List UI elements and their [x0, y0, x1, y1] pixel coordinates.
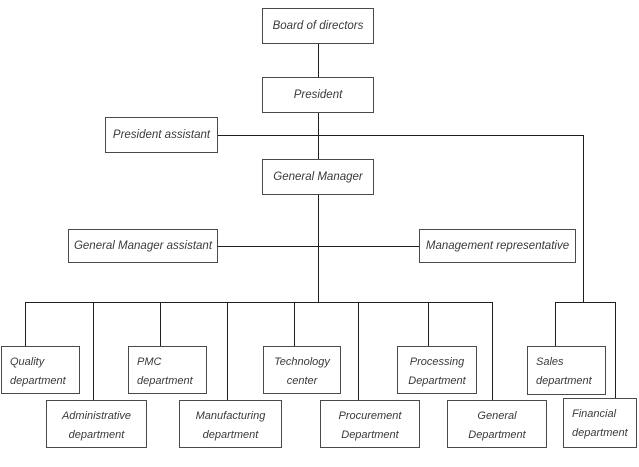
drop-financial: [615, 302, 616, 398]
dept-label-line1: General: [477, 410, 517, 422]
dept-label-line2: center: [286, 375, 318, 387]
node-technology-center: Technology center: [263, 346, 341, 394]
connector-gm-bus: [318, 195, 319, 302]
node-general-manager-assistant: General Manager assistant: [68, 229, 218, 263]
node-pmc-department: PMC department: [128, 346, 207, 394]
connector-president-gm: [318, 113, 319, 159]
connector-right-bridge: [555, 302, 616, 303]
dept-label-line1: Sales: [536, 356, 564, 368]
dept-label-line2: Department: [341, 429, 399, 441]
dept-label-line2: department: [137, 375, 193, 387]
node-sales-department: Sales department: [527, 346, 606, 395]
dept-label-line1: Quality: [10, 356, 45, 368]
drop-quality: [25, 302, 26, 346]
drop-procurement: [358, 302, 359, 400]
dept-label-line2: department: [10, 375, 66, 387]
dept-label-line1: Processing: [409, 356, 465, 368]
node-processing-department: Processing Department: [397, 346, 477, 394]
drop-sales: [555, 302, 556, 346]
node-manufacturing-department: Manufacturing department: [179, 400, 282, 448]
drop-administrative: [93, 302, 94, 400]
dept-label-line1: PMC: [137, 356, 162, 368]
node-management-representative: Management representative: [419, 229, 576, 263]
drop-manufacturing: [227, 302, 228, 400]
node-president-assistant: President assistant: [105, 117, 218, 153]
node-procurement-department: Procurement Department: [320, 400, 420, 448]
drop-pmc: [160, 302, 161, 346]
node-financial-department: Financial department: [563, 398, 637, 448]
connector-right-descender: [583, 135, 584, 302]
dept-label-line2: department: [572, 427, 628, 439]
dept-label-line2: Department: [468, 429, 526, 441]
connector-dept-bus: [25, 302, 493, 303]
dept-label-line2: Department: [408, 375, 466, 387]
drop-processing: [428, 302, 429, 346]
dept-label-line1: Technology: [274, 356, 330, 368]
dept-label-line1: Financial: [572, 408, 617, 420]
node-quality-department: Quality department: [1, 346, 80, 394]
node-general-department: General Department: [447, 400, 547, 448]
node-general-manager: General Manager: [262, 159, 374, 195]
connector-gma-mr-h: [218, 246, 419, 247]
drop-technology: [294, 302, 295, 346]
dept-label-line2: department: [202, 429, 259, 441]
connector-president-assistant-h: [218, 135, 583, 136]
dept-label-line1: Procurement: [338, 410, 402, 422]
drop-general: [492, 302, 493, 400]
dept-label-line1: Manufacturing: [195, 410, 266, 422]
node-president: President: [262, 77, 374, 113]
dept-label-line1: Administrative: [61, 410, 132, 422]
dept-label-line2: department: [68, 429, 125, 441]
dept-label-line2: department: [536, 375, 592, 387]
node-administrative-department: Administrative department: [46, 400, 147, 448]
connector-board-president: [318, 44, 319, 77]
node-board-of-directors: Board of directors: [262, 8, 374, 44]
